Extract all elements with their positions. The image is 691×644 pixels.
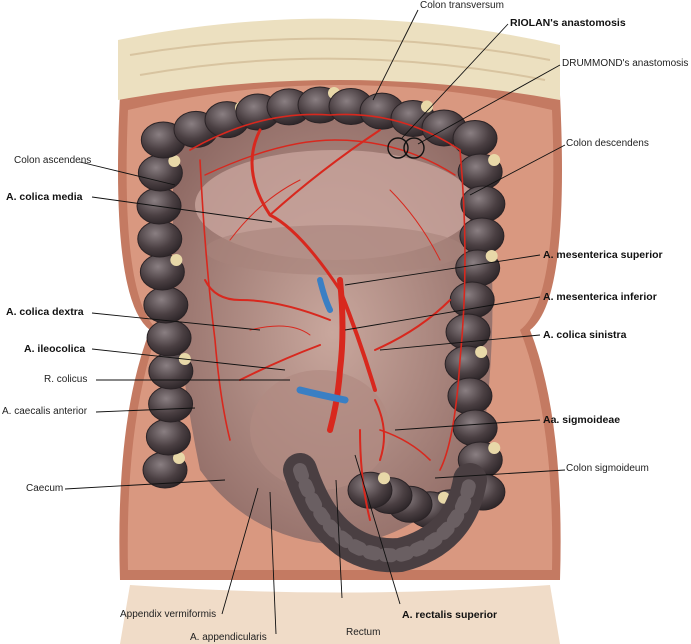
haustrum: [449, 281, 495, 319]
haustrum: [452, 409, 498, 447]
fat-appendage: [421, 100, 433, 113]
mesentery: [172, 119, 493, 545]
label-drummond-anastomosis: DRUMMOND's anastomosis: [562, 58, 689, 69]
label-colon-ascendens: Colon ascendens: [14, 155, 92, 166]
label-r-colicus: R. colicus: [44, 374, 88, 385]
fat-appendage: [475, 346, 488, 358]
label-a-caecalis-anterior: A. caecalis anterior: [2, 406, 88, 417]
anastomosis-markers: [387, 137, 425, 159]
haustrum: [447, 377, 493, 415]
fat-appendage: [168, 155, 181, 167]
label-riolan-anastomosis: RIOLAN's anastomosis: [510, 17, 626, 29]
fat-appendage: [488, 154, 501, 166]
haustrum: [145, 418, 191, 456]
label-colon-sigmoideum: Colon sigmoideum: [566, 463, 649, 474]
label-a-colica-media: A. colica media: [6, 191, 83, 203]
label-colon-transversum: Colon transversum: [420, 0, 504, 11]
label-colon-descendens: Colon descendens: [566, 138, 649, 149]
label-a-colica-sinistra: A. colica sinistra: [543, 329, 627, 341]
label-a-ileocolica: A. ileocolica: [24, 343, 86, 355]
haustrum: [459, 217, 505, 255]
label-a-colica-dextra: A. colica dextra: [6, 306, 84, 318]
fat-appendage: [378, 472, 390, 485]
leader-lines: [64, 9, 566, 635]
haustrum: [460, 185, 506, 223]
arteries: [189, 113, 466, 521]
label-aa-sigmoideae: Aa. sigmoideae: [543, 414, 621, 426]
fat-appendage: [485, 250, 498, 262]
haustrum: [137, 220, 183, 258]
fat-appendage: [173, 452, 185, 464]
veins: [296, 277, 349, 404]
omentum-fat: [118, 18, 560, 100]
label-rectum: Rectum: [346, 627, 381, 638]
haustrum: [148, 385, 194, 423]
haustrum: [445, 313, 491, 351]
fat-appendage: [170, 254, 183, 266]
label-caecum: Caecum: [26, 483, 64, 494]
label-a-rectalis-superior: A. rectalis superior: [402, 609, 498, 621]
label-a-mesenterica-superior: A. mesenterica superior: [543, 249, 663, 261]
label-appendix-vermiformis: Appendix vermiformis: [120, 609, 217, 620]
haustrum: [143, 286, 189, 324]
fat-appendage: [488, 442, 501, 454]
haustrum: [146, 319, 192, 357]
label-a-mesenterica-inferior: A. mesenterica inferior: [543, 291, 657, 303]
sigmoid-loop: [283, 453, 487, 573]
label-a-appendicularis: A. appendicularis: [190, 632, 267, 643]
